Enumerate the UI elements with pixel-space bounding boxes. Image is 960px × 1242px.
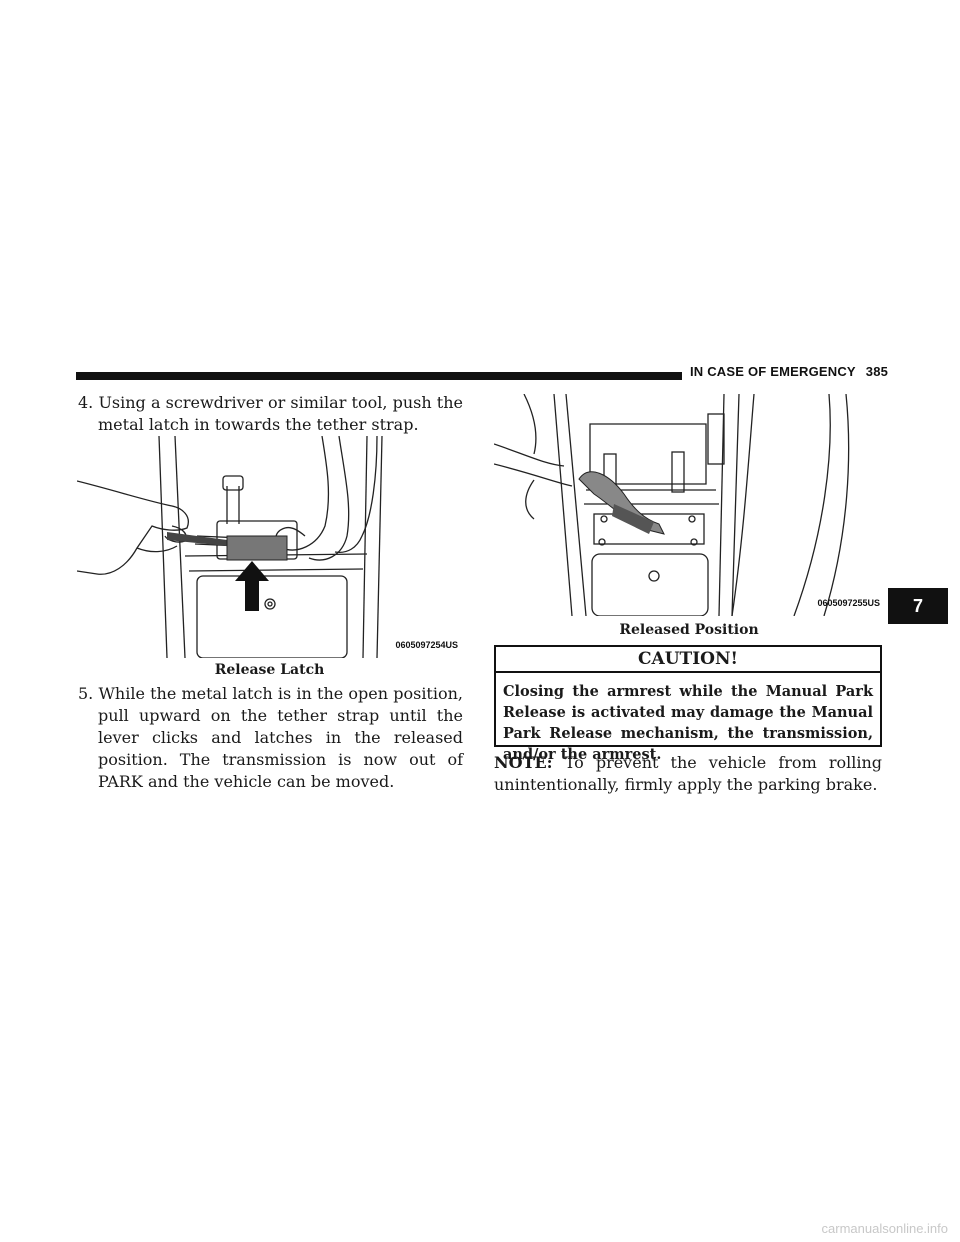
step-text: Using a screwdriver or similar tool, pus… — [98, 393, 463, 434]
step-number: 5. — [78, 684, 94, 703]
caution-heading: CAUTION! — [496, 647, 880, 673]
release-latch-illustration: 0605097254US — [77, 436, 462, 658]
chapter-tab: 7 — [888, 588, 948, 624]
step-4: 4. Using a screwdriver or similar tool, … — [78, 392, 463, 436]
caution-text: Closing the armrest while the Manual Par… — [503, 683, 873, 763]
watermark: carmanualsonline.info — [821, 1221, 948, 1236]
page-number: 385 — [865, 364, 889, 379]
caution-box: CAUTION! Closing the armrest while the M… — [494, 645, 882, 763]
step-number: 4. — [78, 393, 94, 412]
section-title: IN CASE OF EMERGENCY — [690, 364, 856, 379]
figure-caption: Release Latch — [214, 662, 325, 678]
note: NOTE: To prevent the vehicle from rollin… — [494, 752, 882, 796]
running-header: IN CASE OF EMERGENCY 385 — [690, 364, 888, 379]
step-text: While the metal latch is in the open pos… — [98, 684, 463, 791]
released-position-drawing — [494, 394, 850, 616]
note-text: To prevent the vehicle from rolling unin… — [494, 753, 882, 794]
figure-code: 0605097254US — [395, 640, 458, 650]
header-rule — [76, 372, 682, 380]
figure-caption: Released Position — [619, 622, 759, 638]
released-position-illustration: 0605097255US — [494, 394, 884, 616]
release-latch-drawing — [77, 436, 383, 658]
note-label: NOTE: — [494, 753, 553, 772]
figure-code: 0605097255US — [817, 598, 880, 608]
step-5: 5. While the metal latch is in the open … — [78, 683, 463, 793]
